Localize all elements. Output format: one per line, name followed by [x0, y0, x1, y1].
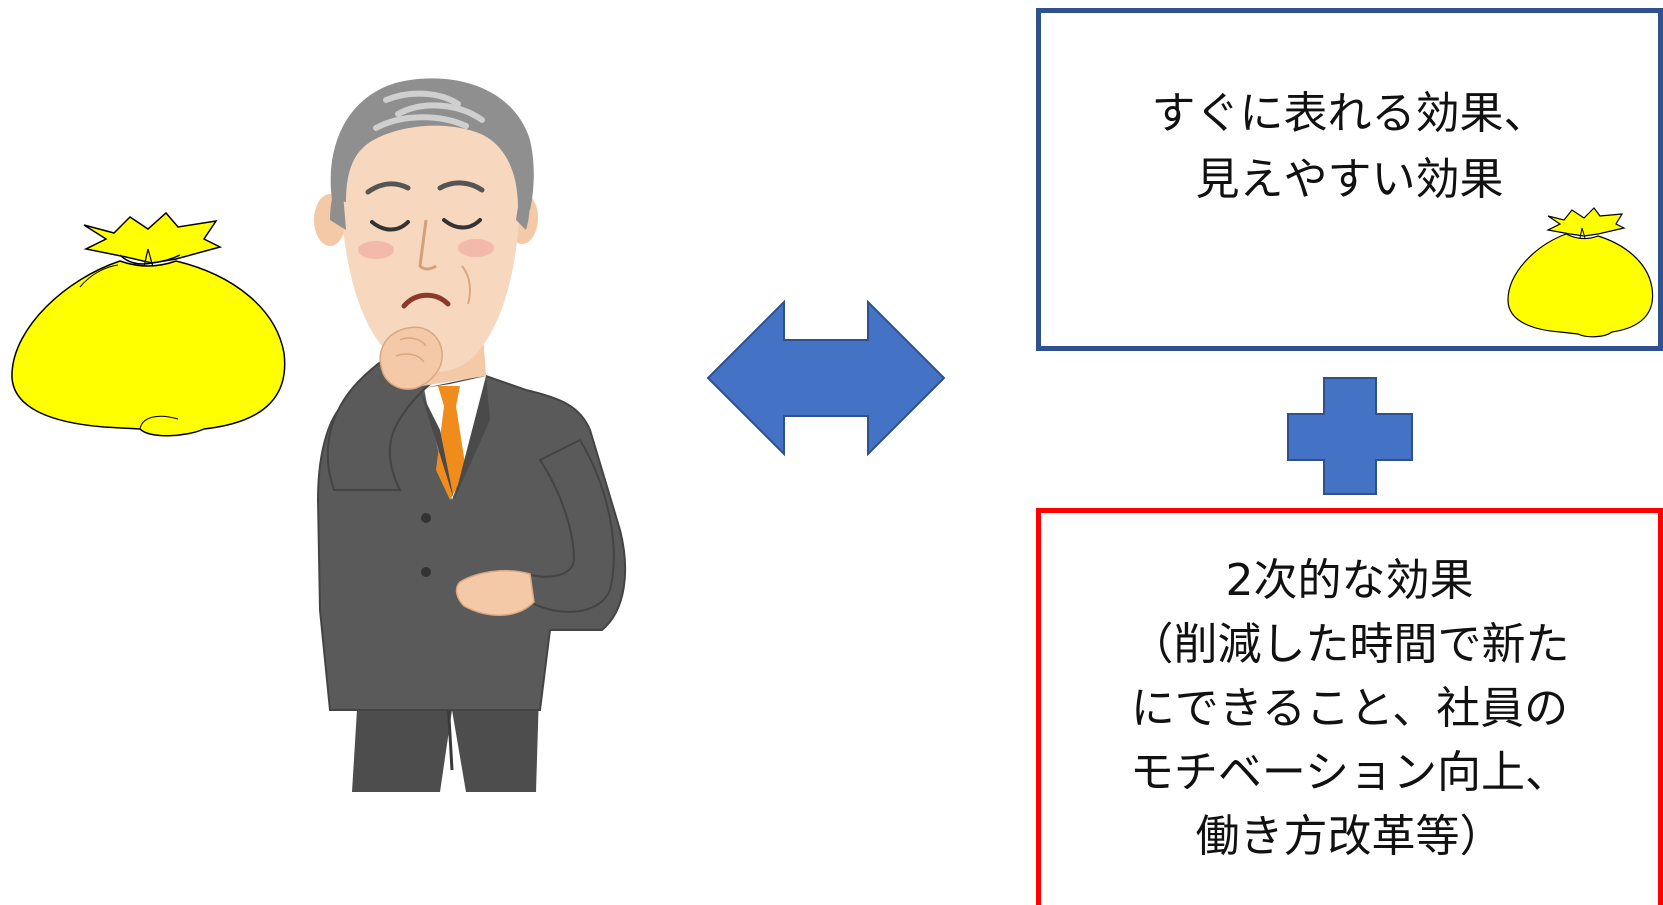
immediate-effect-line-2: 見えやすい効果 [1195, 154, 1504, 205]
double-headed-arrow-icon [706, 300, 946, 457]
secondary-effect-line-4: モチベーション向上、 [1129, 747, 1570, 798]
secondary-effect-line-2: （削減した時間で新た [1129, 619, 1570, 670]
secondary-effect-line-3: にできること、社員の [1130, 683, 1569, 734]
secondary-effect-line-5: 働き方改革等） [1195, 811, 1504, 862]
money-bag-icon [1507, 207, 1654, 338]
plus-icon [1287, 377, 1413, 495]
immediate-effect-line-1: すぐに表れる効果、 [1151, 88, 1548, 139]
money-bag-icon [11, 211, 286, 437]
secondary-effect-line-1: 2次的な効果 [1225, 555, 1474, 606]
secondary-effect-box: 2次的な効果 （削減した時間で新た にできること、社員の モチベーション向上、 … [1036, 508, 1663, 905]
businessman-thinking-icon [314, 78, 627, 792]
